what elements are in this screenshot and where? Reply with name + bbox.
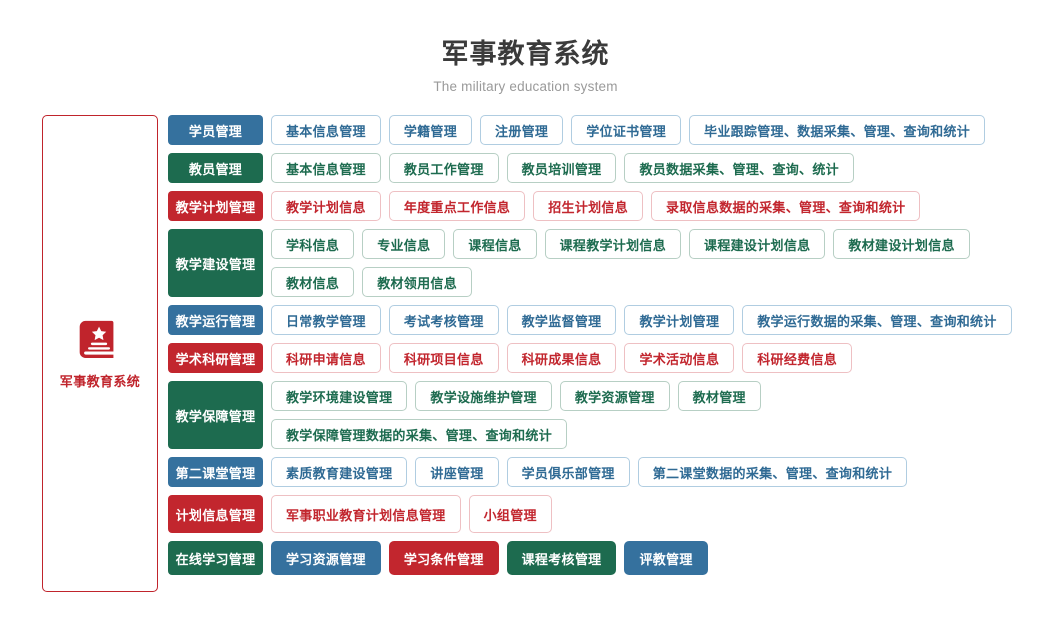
module-item-button[interactable]: 教学监督管理 (506, 305, 617, 336)
module-item-group: 军事职业教育计划信息管理小组管理 (271, 495, 1051, 534)
module-item-button[interactable]: 课程建设计划信息 (689, 229, 826, 260)
module-item-button[interactable]: 讲座管理 (415, 457, 499, 488)
module-category-button[interactable]: 教学保障管理 (168, 381, 263, 450)
module-item-button[interactable]: 年度重点工作信息 (388, 191, 526, 222)
module-item-group: 教学计划信息年度重点工作信息招生计划信息录取信息数据的采集、管理、查询和统计 (271, 191, 1051, 222)
module-item-button[interactable]: 教学保障管理数据的采集、管理、查询和统计 (271, 419, 568, 450)
module-item-button[interactable]: 教学设施维护管理 (415, 381, 552, 412)
module-item-button[interactable]: 教材领用信息 (362, 267, 473, 298)
module-row: 教学建设管理学科信息专业信息课程信息课程教学计划信息课程建设计划信息教材建设计划… (168, 229, 1051, 298)
module-row: 计划信息管理军事职业教育计划信息管理小组管理 (168, 495, 1051, 534)
module-row: 在线学习管理学习资源管理学习条件管理课程考核管理评教管理 (168, 541, 1051, 576)
module-item-button[interactable]: 小组管理 (468, 495, 552, 534)
module-row: 教学计划管理教学计划信息年度重点工作信息招生计划信息录取信息数据的采集、管理、查… (168, 191, 1051, 222)
module-item-button[interactable]: 学籍管理 (388, 115, 473, 146)
module-item-button[interactable]: 日常教学管理 (271, 305, 381, 336)
module-item-group: 科研申请信息科研项目信息科研成果信息学术活动信息科研经费信息 (271, 343, 1051, 374)
module-item-button[interactable]: 教学环境建设管理 (271, 381, 408, 412)
module-item-group: 素质教育建设管理讲座管理学员俱乐部管理第二课堂数据的采集、管理、查询和统计 (271, 457, 1051, 488)
module-category-button[interactable]: 学员管理 (168, 115, 263, 146)
module-item-button[interactable]: 科研申请信息 (271, 343, 381, 374)
module-item-button[interactable]: 注册管理 (480, 115, 564, 146)
page-subtitle: The military education system (433, 79, 618, 95)
module-item-group: 基本信息管理学籍管理注册管理学位证书管理毕业跟踪管理、数据采集、管理、查询和统计 (271, 115, 1051, 146)
module-item-button[interactable]: 教材建设计划信息 (833, 229, 970, 260)
module-item-group: 学科信息专业信息课程信息课程教学计划信息课程建设计划信息教材建设计划信息教材信息… (271, 229, 1051, 298)
module-item-button[interactable]: 毕业跟踪管理、数据采集、管理、查询和统计 (689, 115, 986, 146)
module-item-button[interactable]: 军事职业教育计划信息管理 (271, 495, 461, 534)
module-item-button[interactable]: 基本信息管理 (271, 115, 381, 146)
module-item-button[interactable]: 教学计划信息 (271, 191, 381, 222)
sidebar-system-card[interactable]: 军事教育系统 (42, 115, 158, 593)
module-item-button[interactable]: 录取信息数据的采集、管理、查询和统计 (651, 191, 921, 222)
sidebar-system-label: 军事教育系统 (59, 374, 141, 390)
module-item-button[interactable]: 学习条件管理 (388, 541, 499, 576)
module-row: 教学保障管理教学环境建设管理教学设施维护管理教学资源管理教材管理教学保障管理数据… (168, 381, 1051, 450)
module-item-button[interactable]: 科研经费信息 (742, 343, 853, 374)
module-category-button[interactable]: 教学运行管理 (168, 305, 263, 336)
module-item-button[interactable]: 教材管理 (677, 381, 761, 412)
module-row: 学员管理基本信息管理学籍管理注册管理学位证书管理毕业跟踪管理、数据采集、管理、查… (168, 115, 1051, 146)
module-category-button[interactable]: 第二课堂管理 (168, 457, 263, 488)
module-item-button[interactable]: 学员俱乐部管理 (506, 457, 630, 488)
module-item-button[interactable]: 教学计划管理 (624, 305, 735, 336)
module-item-button[interactable]: 教员培训管理 (506, 153, 617, 184)
module-item-button[interactable]: 课程教学计划信息 (544, 229, 682, 260)
module-item-button[interactable]: 教学运行数据的采集、管理、查询和统计 (742, 305, 1012, 336)
page-content: 军事教育系统 学员管理基本信息管理学籍管理注册管理学位证书管理毕业跟踪管理、数据… (0, 115, 1051, 593)
module-item-button[interactable]: 学科信息 (271, 229, 355, 260)
module-item-button[interactable]: 学位证书管理 (571, 115, 682, 146)
book-star-icon (77, 317, 123, 363)
module-item-button[interactable]: 科研成果信息 (506, 343, 617, 374)
module-category-button[interactable]: 教学建设管理 (168, 229, 263, 298)
module-item-button[interactable]: 课程考核管理 (506, 541, 617, 576)
module-item-button[interactable]: 招生计划信息 (533, 191, 644, 222)
module-item-button[interactable]: 素质教育建设管理 (271, 457, 408, 488)
module-row: 学术科研管理科研申请信息科研项目信息科研成果信息学术活动信息科研经费信息 (168, 343, 1051, 374)
module-category-button[interactable]: 学术科研管理 (168, 343, 263, 374)
module-item-button[interactable]: 教学资源管理 (559, 381, 670, 412)
module-category-button[interactable]: 教员管理 (168, 153, 263, 184)
module-item-button[interactable]: 考试考核管理 (388, 305, 499, 336)
module-item-group: 基本信息管理教员工作管理教员培训管理教员数据采集、管理、查询、统计 (271, 153, 1051, 184)
module-row: 教学运行管理日常教学管理考试考核管理教学监督管理教学计划管理教学运行数据的采集、… (168, 305, 1051, 336)
module-category-button[interactable]: 在线学习管理 (168, 541, 263, 576)
module-item-button[interactable]: 科研项目信息 (388, 343, 499, 374)
module-item-button[interactable]: 教员数据采集、管理、查询、统计 (624, 153, 854, 184)
module-item-group: 学习资源管理学习条件管理课程考核管理评教管理 (271, 541, 1051, 576)
module-item-button[interactable]: 第二课堂数据的采集、管理、查询和统计 (637, 457, 908, 488)
module-row: 第二课堂管理素质教育建设管理讲座管理学员俱乐部管理第二课堂数据的采集、管理、查询… (168, 457, 1051, 488)
module-item-button[interactable]: 教材信息 (271, 267, 355, 298)
module-category-button[interactable]: 计划信息管理 (168, 495, 263, 534)
module-item-button[interactable]: 学习资源管理 (271, 541, 381, 576)
module-item-button[interactable]: 课程信息 (453, 229, 537, 260)
module-item-button[interactable]: 基本信息管理 (271, 153, 381, 184)
module-item-group: 日常教学管理考试考核管理教学监督管理教学计划管理教学运行数据的采集、管理、查询和… (271, 305, 1051, 336)
module-item-button[interactable]: 评教管理 (624, 541, 708, 576)
module-row: 教员管理基本信息管理教员工作管理教员培训管理教员数据采集、管理、查询、统计 (168, 153, 1051, 184)
page-header: 军事教育系统 The military education system (0, 0, 1051, 94)
module-category-button[interactable]: 教学计划管理 (168, 191, 263, 222)
module-item-button[interactable]: 学术活动信息 (624, 343, 735, 374)
module-item-group: 教学环境建设管理教学设施维护管理教学资源管理教材管理教学保障管理数据的采集、管理… (271, 381, 1051, 450)
module-item-button[interactable]: 专业信息 (362, 229, 446, 260)
module-item-button[interactable]: 教员工作管理 (388, 153, 499, 184)
page-title: 军事教育系统 (441, 39, 610, 69)
module-rows: 学员管理基本信息管理学籍管理注册管理学位证书管理毕业跟踪管理、数据采集、管理、查… (168, 115, 1051, 583)
